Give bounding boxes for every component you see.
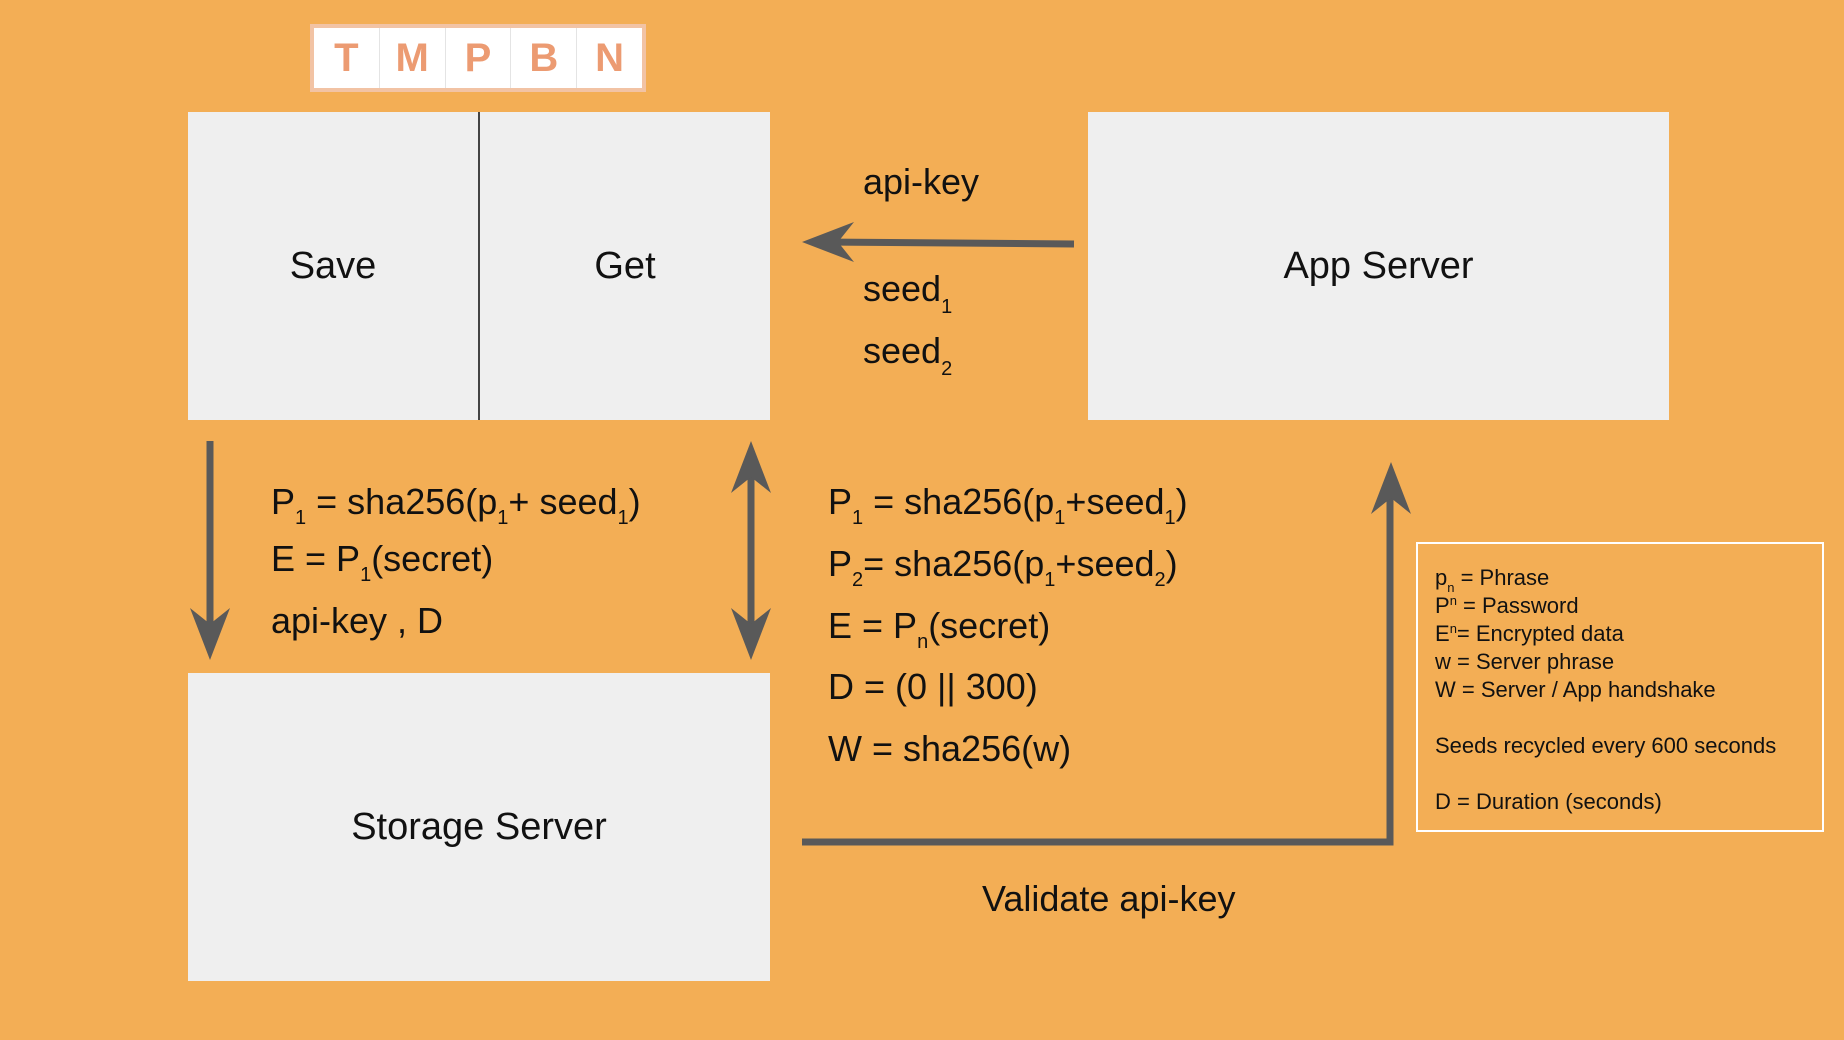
legend-server-phrase: w = Server phrase (1435, 649, 1615, 674)
tmpbn-logo: T M P B N (310, 24, 646, 92)
get-formula-p2: P2= sha256(p1+seed2) (828, 543, 1178, 591)
app-server-box: App Server (1088, 112, 1669, 420)
get-storage-arrowhead-up (731, 441, 771, 493)
api-key-label: api-key (863, 161, 980, 202)
get-storage-arrowhead-down (731, 608, 771, 660)
app-server-label: App Server (1283, 244, 1474, 287)
validate-api-key-label: Validate api-key (982, 878, 1236, 919)
client-divider (478, 112, 480, 420)
save-to-storage-arrowhead (190, 608, 230, 660)
get-formula-w: W = sha256(w) (828, 728, 1072, 769)
logo-letter: P (446, 28, 512, 88)
app-to-client-arrowhead (802, 222, 854, 262)
app-to-client-arrow (819, 238, 1075, 248)
save-formula-p1: P1 = sha256(p1+ seed1) (271, 481, 641, 529)
logo-letter: B (511, 28, 578, 88)
legend-password: Pn = Password (1435, 593, 1579, 618)
get-label: Get (594, 244, 656, 287)
logo-letter: T (314, 28, 380, 88)
storage-server-label: Storage Server (351, 805, 607, 848)
save-label: Save (289, 244, 377, 287)
legend-phrase: pn = Phrase (1435, 565, 1550, 595)
get-formula-p1: P1 = sha256(p1+seed1) (828, 481, 1188, 529)
client-save-box: Save (188, 112, 478, 420)
logo-letter: M (380, 28, 446, 88)
seed1-label: seed1 (863, 268, 953, 318)
storage-server-box: Storage Server (188, 673, 770, 981)
client-get-box: Get (480, 112, 770, 420)
seed2-label: seed2 (863, 330, 953, 380)
get-formula-e: E = Pn(secret) (828, 605, 1051, 653)
get-formula-d: D = (0 || 300) (828, 666, 1038, 707)
logo-letter: N (595, 35, 625, 80)
legend-box: pn = Phrase Pn = Password En= Encrypted … (1416, 542, 1824, 832)
validate-api-key-path (802, 482, 1394, 846)
legend-duration: D = Duration (seconds) (1435, 789, 1662, 814)
legend-encrypted: En= Encrypted data (1435, 621, 1624, 646)
legend-seeds-recycled: Seeds recycled every 600 seconds (1435, 733, 1777, 758)
save-formula-e: E = P1(secret) (271, 538, 494, 586)
legend-handshake: W = Server / App handshake (1435, 677, 1716, 702)
save-formula-apikey: api-key , D (271, 600, 444, 641)
validate-api-key-arrowhead (1371, 462, 1411, 514)
